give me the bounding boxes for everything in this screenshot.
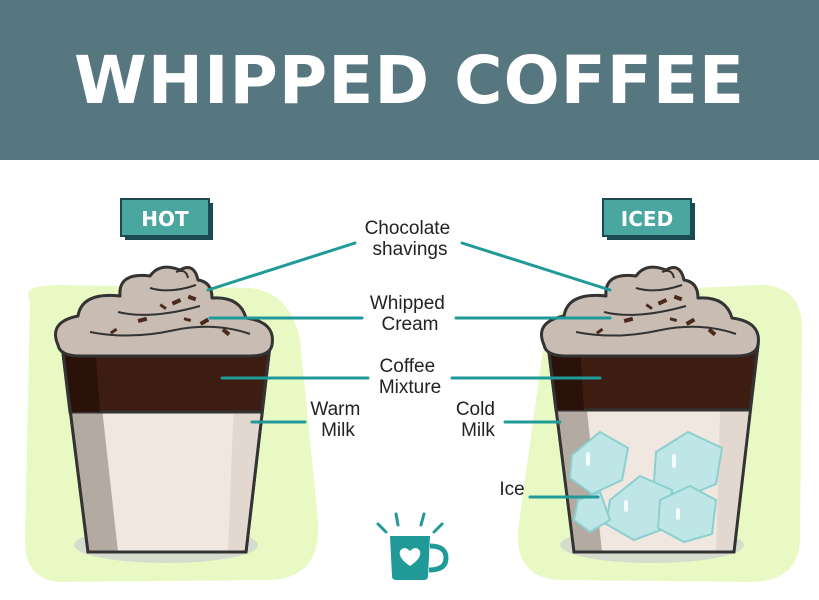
label-coffee-mixture: Coffee Mixture xyxy=(379,356,441,398)
title-banner xyxy=(0,0,819,160)
iced-tag: ICED xyxy=(602,198,695,240)
label-whipped-cream: Whipped Cream xyxy=(370,293,450,335)
leader-lines xyxy=(206,241,612,499)
hot-whipped-cream xyxy=(54,265,274,358)
hot-tag-label: HOT xyxy=(141,207,189,231)
ice-cubes xyxy=(568,430,724,544)
label-warm-milk: Warm Milk xyxy=(310,399,365,441)
iced-cup xyxy=(540,265,760,563)
iced-whipped-cream xyxy=(540,265,760,358)
label-ice: Ice xyxy=(499,479,524,500)
page-title: WHIPPED COFFEE xyxy=(73,41,746,119)
iced-tag-label: ICED xyxy=(621,207,673,231)
hot-cup xyxy=(54,265,274,563)
mug-heart-icon xyxy=(376,512,449,580)
label-cold-milk: Cold Milk xyxy=(456,399,500,441)
hot-tag: HOT xyxy=(120,198,213,240)
label-chocolate-shavings: Chocolate shavings xyxy=(365,218,456,260)
